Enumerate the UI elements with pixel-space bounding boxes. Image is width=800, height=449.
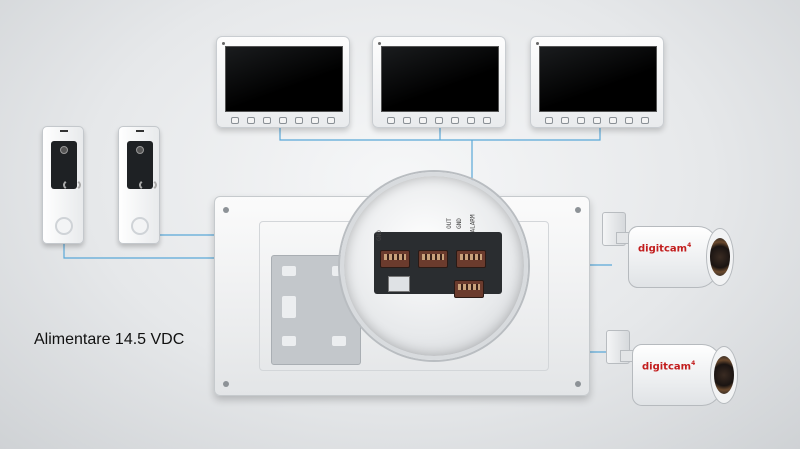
camera-brand-label: digitcam4 — [642, 360, 696, 373]
terminal-connector — [380, 250, 410, 268]
power-port-icon — [388, 276, 410, 292]
mounting-bracket — [271, 255, 361, 365]
camera-lens-icon — [714, 356, 734, 394]
camera-brand-label: digitcam4 — [638, 242, 692, 255]
bullet-camera-top: digitcam4 — [602, 212, 740, 294]
connector-magnifier: GND OUT GND ALARM — [340, 172, 528, 360]
monitor-left — [216, 36, 350, 128]
connector-label: GND — [375, 230, 383, 241]
connector-label: GND — [455, 218, 463, 229]
call-button-icon — [131, 217, 149, 235]
monitor-screen — [225, 46, 343, 112]
monitor-center — [372, 36, 506, 128]
rfid-icon — [139, 179, 157, 191]
power-supply-caption: Alimentare 14.5 VDC — [34, 331, 185, 348]
camera-lens-icon — [60, 146, 68, 154]
camera-lens-icon — [710, 238, 730, 276]
door-panel-1 — [42, 126, 84, 244]
door-panel-2 — [118, 126, 160, 244]
connector-label: OUT — [445, 218, 453, 229]
camera-lens-icon — [136, 146, 144, 154]
monitor-right — [530, 36, 664, 128]
monitor-screen — [381, 46, 499, 112]
bullet-camera-bottom: digitcam4 — [606, 330, 744, 412]
rfid-icon — [63, 179, 81, 191]
terminal-connector — [454, 280, 484, 298]
terminal-connector — [456, 250, 486, 268]
connector-label: ALARM — [469, 214, 477, 233]
monitor-screen — [539, 46, 657, 112]
terminal-connector — [418, 250, 448, 268]
call-button-icon — [55, 217, 73, 235]
